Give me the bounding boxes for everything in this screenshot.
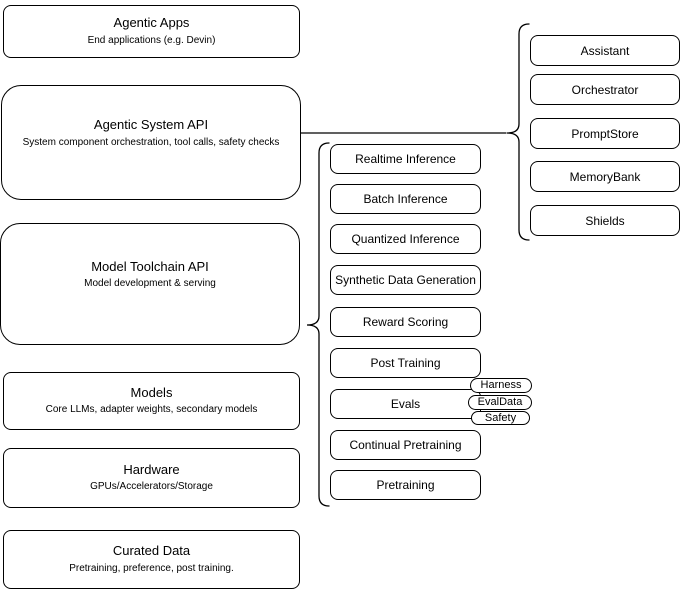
node-title: Agentic System API — [93, 117, 209, 133]
node-title: Hardware — [123, 461, 180, 477]
curly-brace-system-components — [506, 23, 530, 241]
node-subtitle: GPUs/Accelerators/Storage — [90, 481, 213, 493]
node-memorybank: MemoryBank — [530, 161, 680, 192]
node-subtitle: System component orchestration, tool cal… — [22, 136, 280, 148]
node-title: Agentic Apps — [113, 15, 190, 31]
node-curated-data: Curated Data Pretraining, preference, po… — [3, 530, 300, 589]
node-shields: Shields — [530, 205, 680, 236]
tag-safety: Safety — [471, 411, 530, 425]
node-title: Models — [130, 384, 173, 400]
node-subtitle: Core LLMs, adapter weights, secondary mo… — [45, 404, 258, 416]
node-subtitle: Model development & serving — [84, 278, 216, 290]
node-reward-scoring: Reward Scoring — [330, 307, 481, 337]
node-continual-pretraining: Continual Pretraining — [330, 430, 481, 460]
tag-harness: Harness — [470, 378, 532, 393]
node-assistant: Assistant — [530, 35, 680, 66]
node-title: Model Toolchain API — [91, 258, 209, 274]
node-model-toolchain-api: Model Toolchain API Model development & … — [0, 223, 300, 345]
node-orchestrator: Orchestrator — [530, 74, 680, 105]
node-realtime-inference: Realtime Inference — [330, 144, 481, 174]
node-quantized-inference: Quantized Inference — [330, 224, 481, 254]
curly-brace-toolchain-components — [306, 142, 330, 507]
node-post-training: Post Training — [330, 348, 481, 378]
node-title: Curated Data — [112, 543, 191, 559]
node-subtitle: End applications (e.g. Devin) — [87, 34, 216, 46]
node-synthetic-data-generation: Synthetic Data Generation — [330, 265, 481, 295]
node-batch-inference: Batch Inference — [330, 184, 481, 214]
node-agentic-apps: Agentic Apps End applications (e.g. Devi… — [3, 5, 300, 58]
node-models: Models Core LLMs, adapter weights, secon… — [3, 372, 300, 430]
node-agentic-system-api: Agentic System API System component orch… — [1, 85, 301, 200]
node-promptstore: PromptStore — [530, 118, 680, 149]
node-hardware: Hardware GPUs/Accelerators/Storage — [3, 448, 300, 508]
node-subtitle: Pretraining, preference, post training. — [69, 562, 234, 574]
node-pretraining: Pretraining — [330, 470, 481, 500]
tag-evaldata: EvalData — [468, 395, 532, 410]
node-evals: Evals — [330, 389, 481, 419]
